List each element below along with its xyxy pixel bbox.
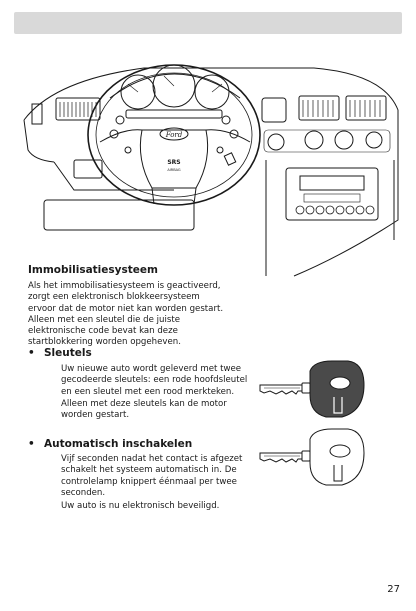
keys-paragraph-2: Alleen met deze sleutels kan de motor wo… (61, 399, 227, 421)
bullet-dot: • (28, 347, 35, 359)
airbag-label: AIRBAG (167, 168, 181, 172)
page-number: 27 (387, 584, 400, 595)
ford-logo-text: Ford (165, 131, 183, 139)
master-key-illustration (259, 360, 365, 418)
bullet-title: Automatisch inschakelen (44, 438, 193, 450)
srs-label: SRS (167, 159, 180, 166)
bullet-heading-auto: • Automatisch inschakelen (28, 438, 192, 450)
auto-paragraph-2: Uw auto is nu elektronisch beveiligd. (61, 501, 220, 511)
header-bar (14, 12, 402, 34)
auto-paragraph-1: Vijf seconden nadat het contact is afgez… (61, 454, 243, 498)
intro-paragraph: Als het immobilisatiesysteem is geactive… (28, 281, 224, 348)
dashboard-illustration: Ford SRS AIRBAG (23, 64, 399, 277)
section-heading: Immobilisatiesysteem (28, 264, 158, 276)
bullet-dot: • (28, 438, 35, 450)
bullet-heading-keys: • Sleutels (28, 347, 92, 359)
second-key-illustration (259, 428, 365, 486)
bullet-title: Sleutels (44, 347, 92, 359)
keys-paragraph-1: Uw nieuwe auto wordt geleverd met twee g… (61, 364, 248, 397)
